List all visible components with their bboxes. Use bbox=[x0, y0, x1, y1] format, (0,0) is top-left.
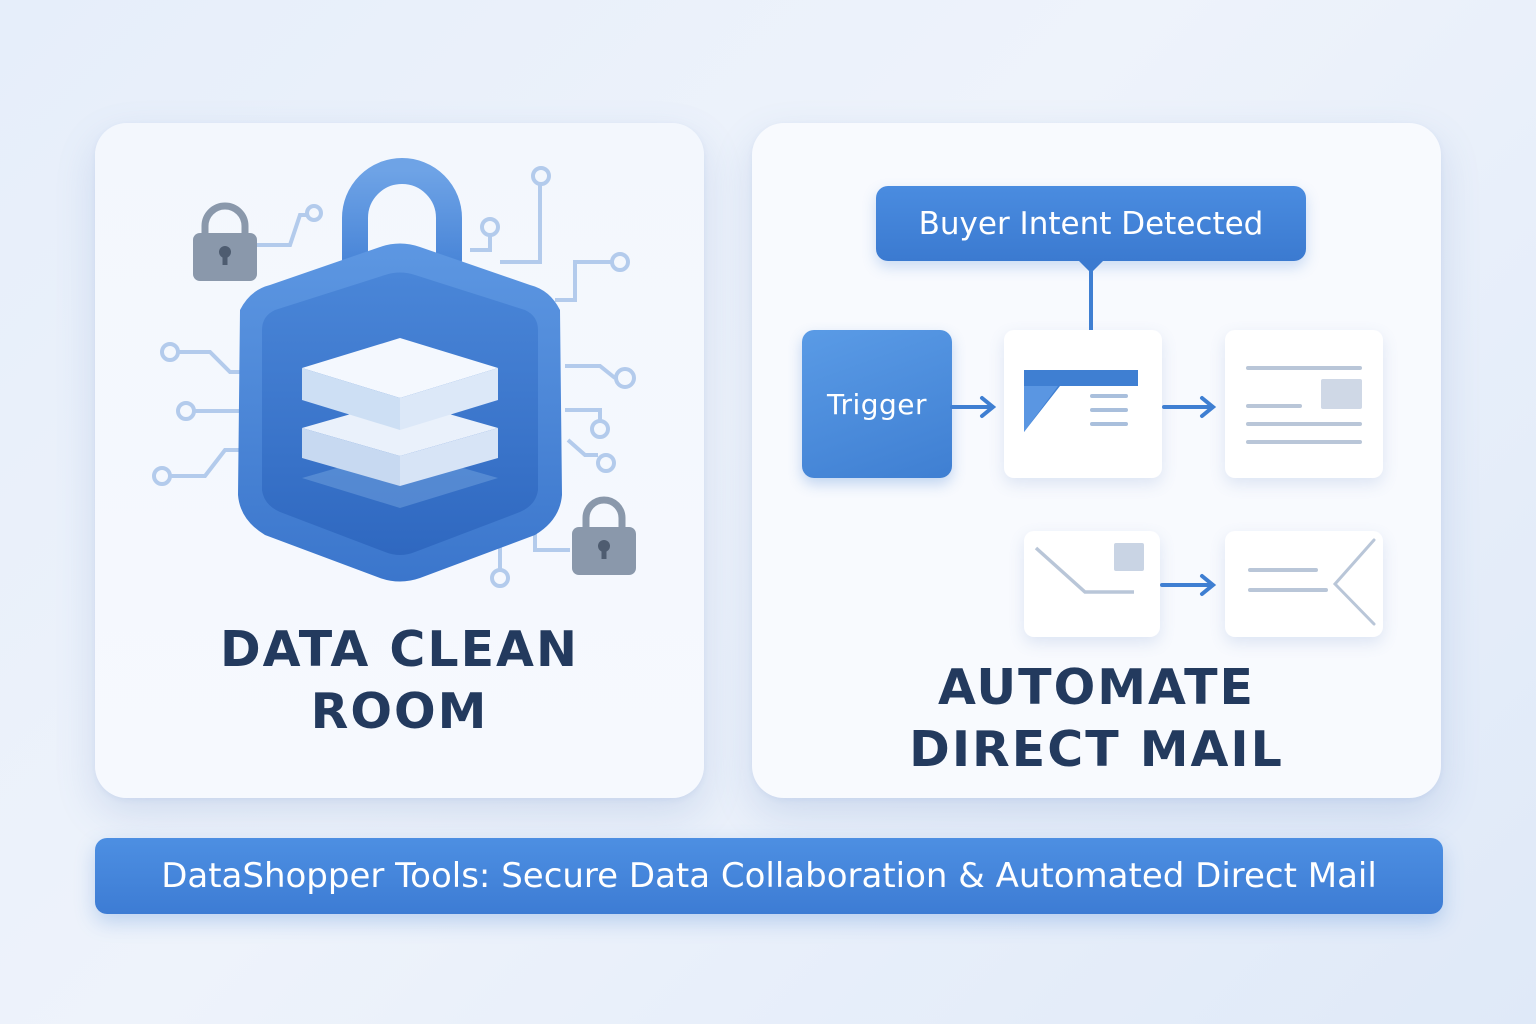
padlock-icon bbox=[193, 202, 257, 281]
opened-mail-icon bbox=[1248, 538, 1376, 626]
arrow-right-icon bbox=[1160, 574, 1217, 596]
trigger-box: Trigger bbox=[802, 330, 952, 478]
footer-banner: DataShopper Tools: Secure Data Collabora… bbox=[95, 838, 1443, 914]
data-clean-room-title: DATA CLEAN ROOM bbox=[95, 619, 704, 743]
buyer-intent-label: Buyer Intent Detected bbox=[918, 205, 1264, 242]
automate-direct-mail-title-line1: AUTOMATE bbox=[937, 659, 1256, 716]
automate-direct-mail-title-line2: DIRECT MAIL bbox=[909, 721, 1284, 778]
mail-template-icon bbox=[1024, 370, 1138, 432]
padlock-shackle bbox=[342, 158, 462, 273]
trigger-label: Trigger bbox=[826, 387, 928, 421]
automate-direct-mail-title: AUTOMATE DIRECT MAIL bbox=[752, 657, 1441, 781]
buyer-intent-box: Buyer Intent Detected bbox=[876, 186, 1306, 261]
arrow-right-icon bbox=[950, 396, 997, 418]
footer-text: DataShopper Tools: Secure Data Collabora… bbox=[161, 856, 1377, 896]
data-clean-room-title-line2: ROOM bbox=[310, 683, 489, 740]
data-layers-icon bbox=[302, 338, 498, 508]
opened-mail-card bbox=[1225, 531, 1383, 637]
intent-connector bbox=[1078, 260, 1104, 330]
postcard-icon bbox=[1246, 366, 1362, 444]
envelope-icon bbox=[1034, 543, 1144, 594]
padlock-icon bbox=[572, 496, 636, 575]
arrow-right-icon bbox=[1162, 396, 1217, 418]
circuit-icon bbox=[152, 166, 636, 588]
data-clean-room-title-line1: DATA CLEAN bbox=[220, 621, 579, 678]
